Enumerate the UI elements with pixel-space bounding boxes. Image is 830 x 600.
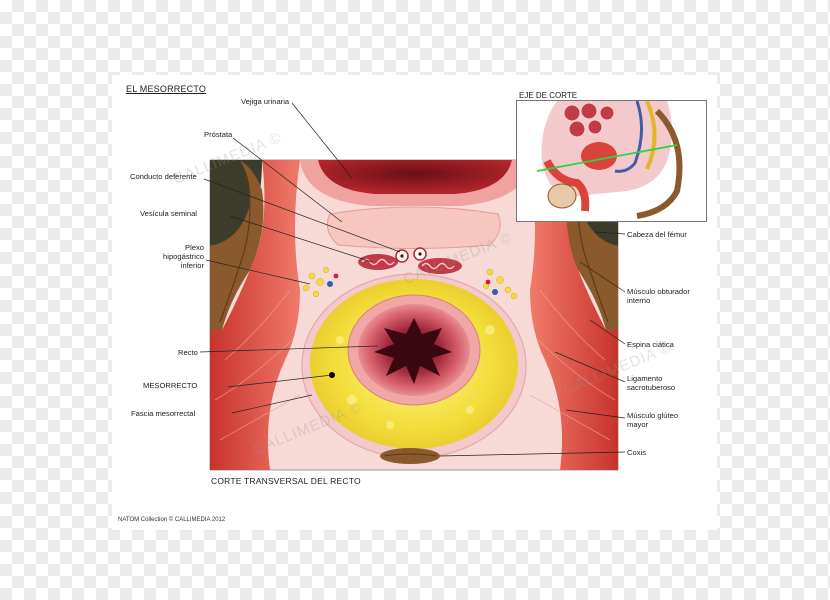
label-vesicula: Vesícula seminal (140, 209, 197, 218)
inset-title: EJE DE CORTE (517, 91, 580, 100)
diagram-title: EL MESORRECTO (126, 84, 207, 94)
label-gluteo: Músculo glúteo mayor (627, 411, 679, 429)
label-femur: Cabeza del fémur (627, 230, 687, 239)
label-coxis: Coxis (627, 448, 646, 457)
muscle-right (530, 160, 618, 470)
label-prostata: Próstata (204, 130, 233, 139)
muscle-left (210, 160, 300, 470)
sagittal-view (517, 101, 706, 221)
seminal-vesicles (358, 247, 462, 274)
leader-lines (199, 102, 626, 457)
prostate (326, 206, 501, 249)
label-vejiga: Vejiga urinaria (241, 97, 290, 106)
rectal-lumen (374, 318, 452, 384)
label-ligamento: Ligamento sacrotuberoso (627, 374, 676, 392)
label-conducto: Conducto deferente (130, 172, 197, 181)
coccyx (380, 448, 440, 464)
label-obturador: Músculo obturador interno (627, 287, 690, 305)
label-fascia: Fascia mesorrectal (131, 409, 196, 418)
footer-credit: NATOM Collection © CALLIMEDIA 2012 (118, 517, 226, 523)
label-plexo: Plexo hipogástrico inferior (163, 243, 204, 270)
diagram-subtitle: CORTE TRANSVERSAL DEL RECTO (211, 476, 361, 486)
label-mesorrecto: MESORRECTO (143, 381, 198, 390)
section-axis-inset (516, 100, 707, 222)
label-recto: Recto (178, 348, 198, 357)
hypogastric-plexus (302, 267, 518, 300)
pelvic-bone-left (210, 160, 264, 330)
label-espina: Espina ciática (627, 340, 674, 349)
section-axis-line (536, 144, 678, 172)
